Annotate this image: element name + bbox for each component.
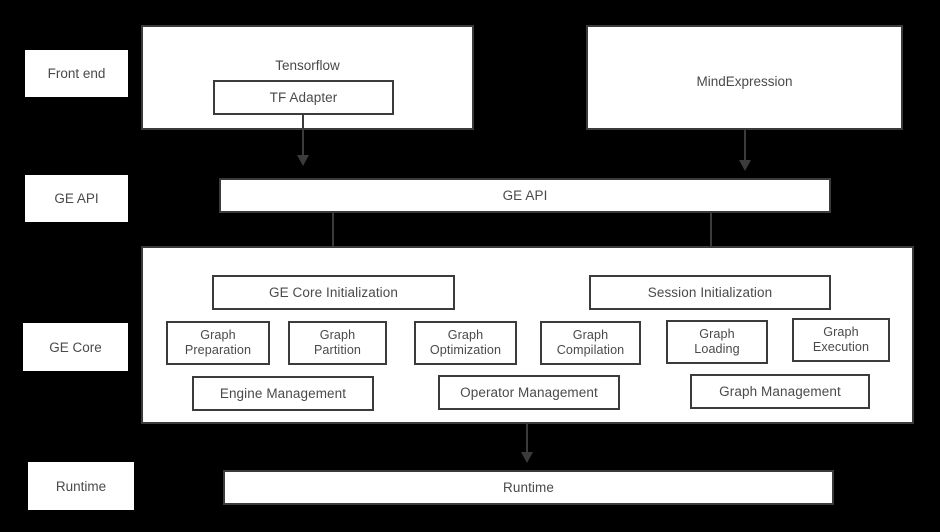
connector-tf-adapter-to-ge-api-line xyxy=(302,115,304,157)
ge-api-bar-label: GE API xyxy=(502,187,548,203)
graph-loading-line1: Graph xyxy=(699,326,735,341)
connector-ge-core-to-runtime-arrow xyxy=(521,452,533,463)
graph-execution-line1: Graph xyxy=(823,324,859,339)
engine-management-label: Engine Management xyxy=(219,385,347,401)
connector-ge-core-to-runtime-line xyxy=(526,424,528,454)
mindexpression-title: MindExpression xyxy=(696,74,793,89)
connector-tf-adapter-to-ge-api-arrow xyxy=(297,155,309,166)
graph-partition-line2: Partition xyxy=(313,343,362,357)
graph-compilation-line1: Graph xyxy=(572,327,609,342)
graph-execution-box[interactable]: Graph Execution xyxy=(792,318,890,362)
graph-optimization-line2: Optimization xyxy=(429,343,502,357)
connector-mindexpression-to-ge-api-line xyxy=(744,130,746,162)
graph-loading-line2: Loading xyxy=(694,342,740,356)
graph-execution-line2: Execution xyxy=(812,340,870,354)
connector-ge-api-to-ge-core-init-line xyxy=(332,213,334,263)
connector-mindexpression-to-ge-api-arrow xyxy=(739,160,751,171)
graph-preparation-line2: Preparation xyxy=(184,343,252,357)
operator-management-box[interactable]: Operator Management xyxy=(438,375,620,410)
graph-optimization-line1: Graph xyxy=(447,327,484,342)
graph-compilation-box[interactable]: Graph Compilation xyxy=(540,321,641,365)
mindexpression-container[interactable]: MindExpression xyxy=(586,25,903,130)
engine-management-box[interactable]: Engine Management xyxy=(192,376,374,411)
graph-preparation-line1: Graph xyxy=(200,327,236,342)
session-initialization-box[interactable]: Session Initialization xyxy=(589,275,831,310)
ge-core-initialization-box[interactable]: GE Core Initialization xyxy=(212,275,455,310)
layer-label-ge-api: GE API xyxy=(25,175,128,222)
graph-optimization-box[interactable]: Graph Optimization xyxy=(414,321,517,365)
graph-loading-box[interactable]: Graph Loading xyxy=(666,320,768,364)
layer-label-ge-api-text: GE API xyxy=(54,191,99,206)
graph-partition-line1: Graph xyxy=(319,327,356,342)
operator-management-label: Operator Management xyxy=(460,384,598,400)
graph-preparation-box[interactable]: Graph Preparation xyxy=(166,321,270,365)
layer-label-ge-core: GE Core xyxy=(23,323,128,371)
runtime-bar-label: Runtime xyxy=(503,479,554,495)
session-initialization-label: Session Initialization xyxy=(647,284,773,300)
ge-core-initialization-label: GE Core Initialization xyxy=(268,284,398,300)
graph-management-box[interactable]: Graph Management xyxy=(690,374,870,409)
connector-ge-api-to-session-init-line xyxy=(710,213,712,263)
layer-label-runtime-text: Runtime xyxy=(55,478,107,494)
tf-adapter-label: TF Adapter xyxy=(269,89,338,105)
ge-api-bar[interactable]: GE API xyxy=(219,178,831,213)
graph-compilation-line2: Compilation xyxy=(556,343,625,357)
layer-label-runtime: Runtime xyxy=(28,462,134,510)
tensorflow-title: Tensorflow xyxy=(275,58,340,73)
layer-label-ge-core-text: GE Core xyxy=(49,339,102,355)
graph-partition-box[interactable]: Graph Partition xyxy=(288,321,387,365)
graph-management-label: Graph Management xyxy=(719,383,841,399)
layer-label-front-end-text: Front end xyxy=(47,66,106,81)
layer-label-front-end: Front end xyxy=(25,50,128,97)
tf-adapter-box[interactable]: TF Adapter xyxy=(213,80,394,115)
runtime-bar[interactable]: Runtime xyxy=(223,470,834,505)
